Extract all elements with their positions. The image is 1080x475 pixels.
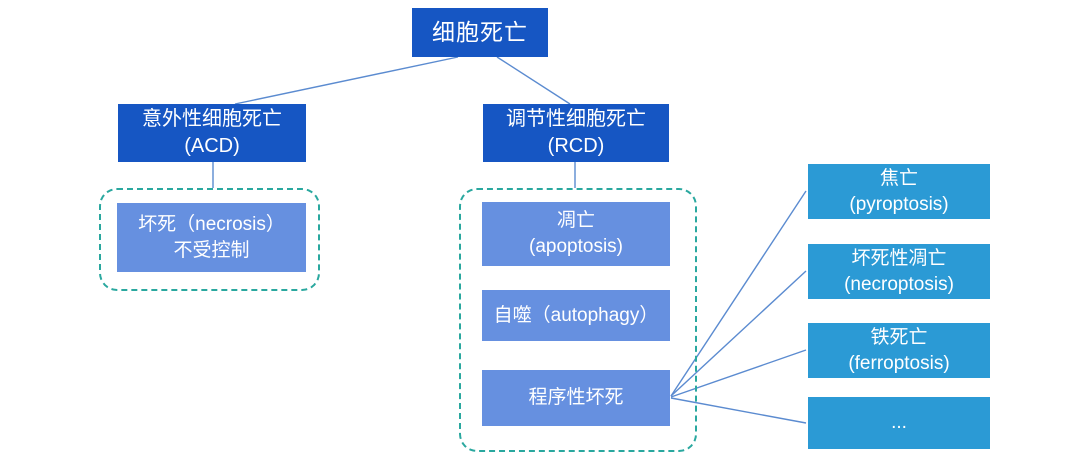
node-autophagy: 自噬（autophagy） xyxy=(482,290,670,341)
node-cell-death: 细胞死亡 xyxy=(412,8,548,57)
edge-root-acd xyxy=(234,56,459,105)
node-apoptosis: 凋亡 (apoptosis) xyxy=(482,202,670,266)
node-acd: 意外性细胞死亡 (ACD) xyxy=(118,104,306,162)
edge-root-rcd xyxy=(496,56,571,105)
rcd-group-outline xyxy=(459,188,697,452)
acd-group-outline xyxy=(99,188,320,291)
node-necrosis: 坏死（necrosis） 不受控制 xyxy=(117,203,306,272)
node-rcd: 调节性细胞死亡 (RCD) xyxy=(483,104,669,162)
node-more-subtypes: ... xyxy=(808,397,990,449)
node-pyroptosis: 焦亡 (pyroptosis) xyxy=(808,164,990,219)
node-ferroptosis: 铁死亡 (ferroptosis) xyxy=(808,323,990,378)
node-necroptosis: 坏死性凋亡 (necroptosis) xyxy=(808,244,990,299)
node-programmed-necrosis: 程序性坏死 xyxy=(482,370,670,426)
